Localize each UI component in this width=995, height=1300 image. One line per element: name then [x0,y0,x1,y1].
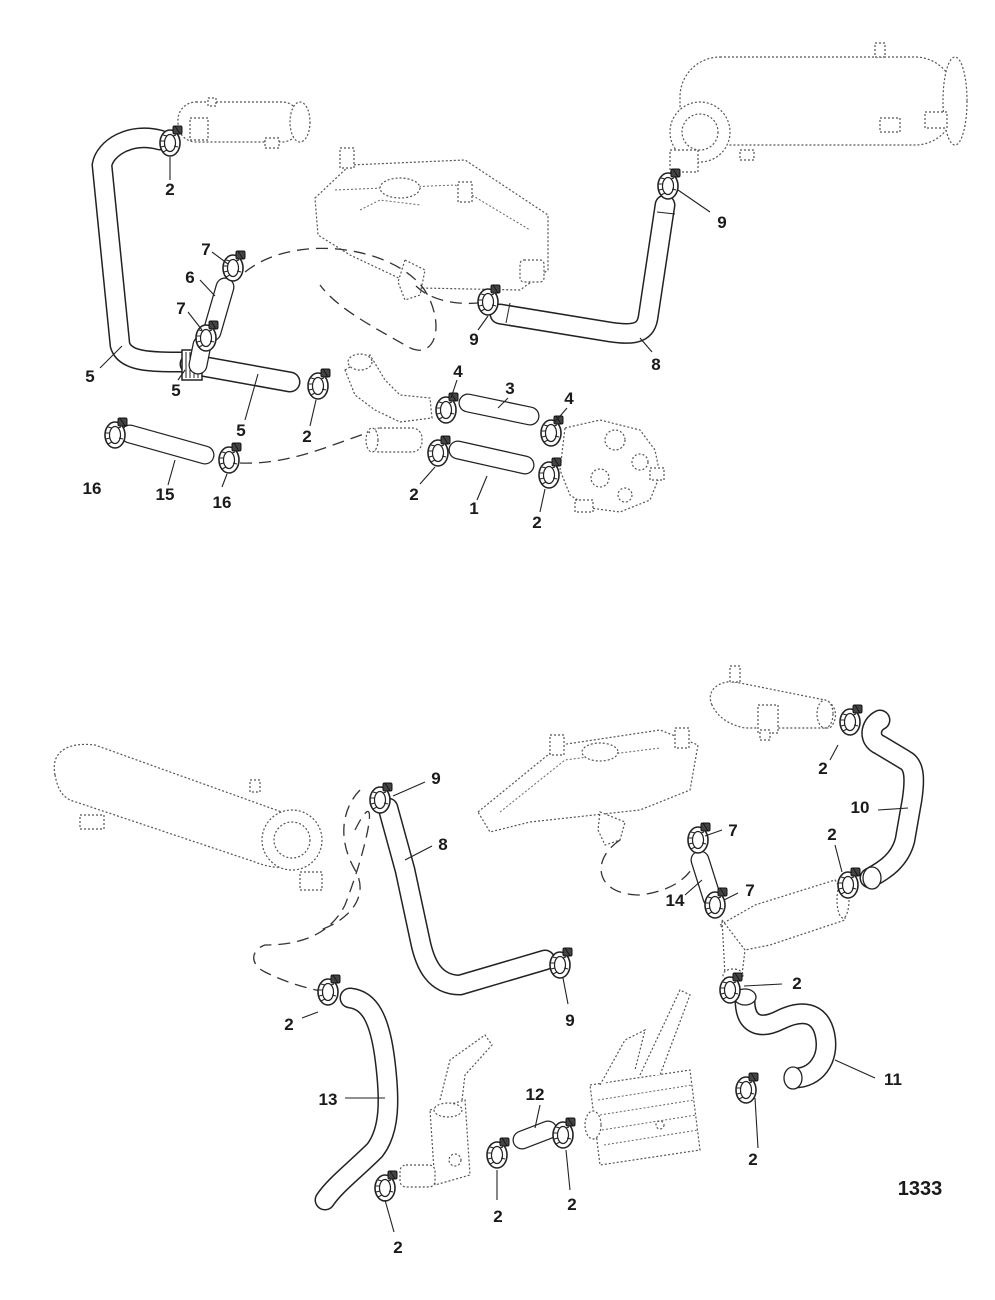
bottom-tube-14 [690,850,722,908]
bottom-clamp-2-h [552,1117,576,1149]
bottom-clamp-2-g [486,1137,510,1169]
bottom-hose-11 [733,988,837,1090]
callout-top-5-a: 5 [85,367,94,386]
callout-bottom-2-a: 2 [818,759,827,778]
callout-bottom-10: 10 [851,798,870,817]
callout-bottom-12: 12 [526,1085,545,1104]
bottom-hose-8 [377,797,556,996]
top-hose-3 [458,393,540,426]
bottom-dashed-route-1 [319,789,361,931]
bottom-thermostat-housing [719,879,850,982]
figure-code: 1333 [898,1178,943,1200]
top-clamp-2-d [538,457,562,489]
callout-top-16-a: 16 [83,479,102,498]
top-clamp-4-a [435,392,459,424]
callout-top-9-b: 9 [469,330,478,349]
bottom-assembly: 2 9 8 10 7 2 14 7 2 9 2 11 13 12 2 2 2 2 [53,665,925,1257]
top-dashed-route-3 [415,285,479,305]
callout-top-4-b: 4 [564,389,574,408]
top-clamp-4-b [540,415,564,447]
callout-bottom-9-b: 9 [565,1011,574,1030]
bottom-clamp-2-b [837,867,861,899]
callout-top-6: 6 [185,268,194,287]
top-hose-1 [448,440,535,475]
callout-top-2-d: 2 [532,513,541,532]
callout-bottom-7-b: 7 [745,881,754,900]
bottom-clamp-2-d [317,974,341,1006]
bottom-left-heat-exchanger [53,743,323,891]
callout-top-8: 8 [651,355,660,374]
top-assembly: 2 9 7 6 7 9 8 5 5 5 2 4 3 4 16 15 16 2 1… [83,42,968,532]
bottom-exhaust-manifold [477,727,699,846]
top-clamp-9-a [657,168,681,200]
callout-top-2-b: 2 [302,427,311,446]
bottom-right-heat-exchanger [709,665,836,741]
callout-top-7-a: 7 [201,240,210,259]
top-clamp-7-a [222,250,246,282]
top-seawater-pump [559,419,665,513]
bottom-hose-12 [512,1120,558,1150]
top-dashed-route-1 [244,247,437,351]
callout-bottom-7-a: 7 [728,821,737,840]
bottom-clamp-9-b [549,947,573,979]
callout-top-9-a: 9 [717,213,726,232]
callout-top-15: 15 [156,485,175,504]
callout-bottom-13: 13 [319,1090,338,1109]
top-clamp-16-a [104,417,128,449]
callout-bottom-2-f: 2 [567,1195,576,1214]
top-clamp-2-b [307,368,331,400]
top-clamp-7-b [195,320,219,352]
callout-bottom-2-h: 2 [393,1238,402,1257]
callout-top-2-a: 2 [165,180,174,199]
callout-top-7-b: 7 [176,299,185,318]
bottom-clamp-2-f [374,1170,398,1202]
bottom-hose-13 [314,987,399,1211]
bottom-clamp-2-a [839,704,863,736]
callout-top-1: 1 [469,499,478,518]
bottom-clamp-7-a [687,822,711,854]
bottom-oil-cooler [584,989,701,1166]
callout-bottom-2-e: 2 [748,1150,757,1169]
callout-bottom-14: 14 [666,891,685,910]
callout-top-5-c: 5 [236,421,245,440]
top-clamp-2-c [427,435,451,467]
top-exhaust-manifold [314,147,549,301]
callout-top-2-c: 2 [409,485,418,504]
top-hose-8 [489,194,676,344]
top-right-heat-exchanger [669,42,968,173]
top-left-heat-exchanger [177,97,311,149]
callout-top-16-b: 16 [213,493,232,512]
callout-bottom-8: 8 [438,835,447,854]
top-hose-5 [91,127,196,373]
callout-bottom-2-d: 2 [284,1015,293,1034]
top-thermostat-housing [344,353,433,453]
callout-bottom-9-a: 9 [431,769,440,788]
top-clamp-16-b [218,442,242,474]
callout-bottom-2-g: 2 [493,1207,502,1226]
callout-top-5-b: 5 [171,381,180,400]
bottom-fuel-pump-bracket [399,1034,493,1188]
callout-bottom-2-c: 2 [792,974,801,993]
bottom-dashed-route-3 [600,839,701,896]
top-dashed-route-2 [239,431,371,464]
bottom-hose-10 [859,709,925,890]
callout-top-4-a: 4 [453,362,463,381]
top-hose-15 [120,424,215,465]
callout-bottom-2-b: 2 [827,825,836,844]
callout-top-3: 3 [505,379,514,398]
callout-bottom-11: 11 [884,1070,902,1089]
